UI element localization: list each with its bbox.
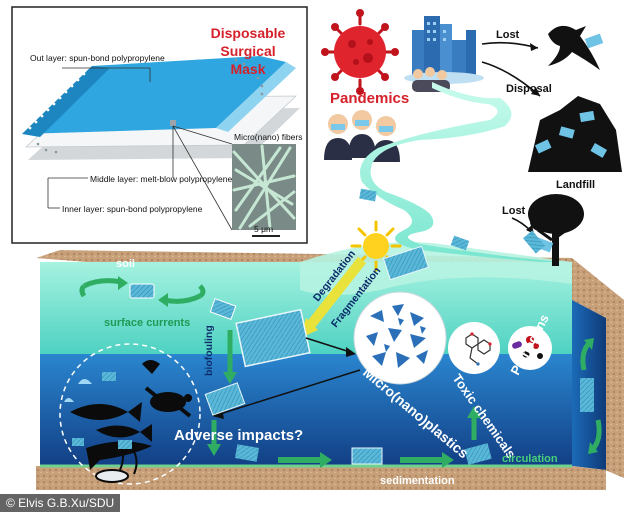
to-microplastics-arrow [305,337,356,357]
virus-icon [321,9,399,95]
tree-icon [528,194,584,266]
pandemics-label: Pandemics [330,90,409,107]
lost-arrow-top [481,41,539,51]
floating-masks [209,188,546,368]
toxic-chemicals-circle [448,322,500,374]
mask-inset: Out layer: spun-bond polypropylene Middl… [11,6,308,244]
sinking-masks [204,378,594,465]
landfill-label: Landfill [556,179,595,191]
mask-stitches [28,72,86,130]
soil-label: soil [116,258,135,270]
outer-layer-edge [22,66,110,137]
scale-bar-label: 5 μm [254,224,273,234]
sun-icon [350,220,402,272]
circulation-label: circulation [502,453,558,465]
lost-label-top: Lost [496,29,520,41]
bird-icon [548,25,604,70]
surface-currents-label: surface currents [104,317,190,329]
disposal-label: Disposal [506,83,552,95]
inner-layer-label: Inner layer: spun-bond polypropylene [62,204,203,214]
title-line-3: Mask [230,61,265,77]
sedimentation-label: sedimentation [380,475,455,487]
adverse-impacts-label: Adverse impacts? [174,427,303,444]
lost-label-bottom: Lost [502,205,526,217]
pathogens-circle [508,326,552,370]
fiber-micrograph [232,144,296,237]
sediment-layer [36,466,606,490]
people-icon [324,110,400,162]
deep-water [40,354,572,466]
biofouling-label: biofouling [203,325,215,376]
landfill-icon [528,96,622,172]
disposal-arrow [481,61,541,97]
ear-loop-dots [36,58,264,154]
circulation-arrows [580,338,602,454]
outer-layer-rim [216,62,296,132]
biofouling-arrow [223,330,237,384]
title-line-1: Disposable [211,25,286,41]
out-layer-label: Out layer: spun-bond polypropylene [30,53,165,63]
sedimentation-arrows [207,406,481,468]
title-line-2: Surgical [220,43,275,59]
biota-circle [59,343,201,485]
image-credit: © Elvis G.B.Xu/SDU [0,494,121,512]
microplastics-circle [353,291,447,385]
middle-layer-label: Middle layer: melt-blow polypropylene [90,174,232,184]
surface-currents-arrows [79,276,206,307]
fibers-label: Micro(nano) fibers [234,132,303,142]
